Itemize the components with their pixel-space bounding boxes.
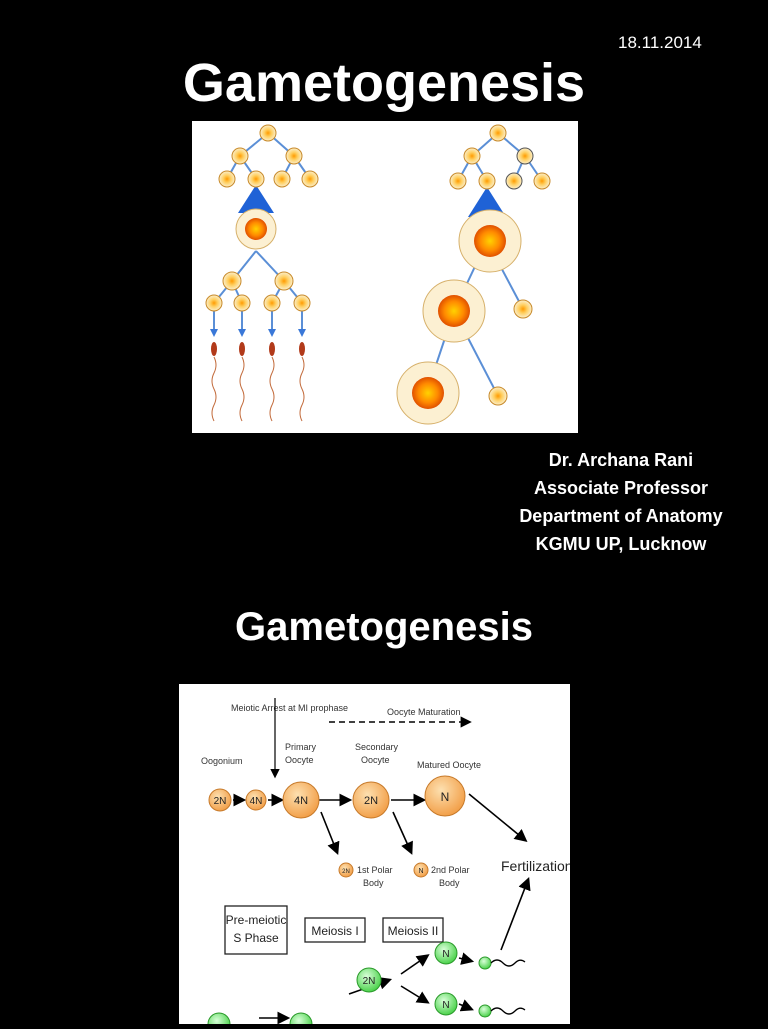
oogenesis-cell: 2N 4N 4N 2N N 2N N: [208, 775, 466, 878]
meiotic-arrest-label: Meiotic Arrest at MI prophase: [231, 703, 348, 713]
spermatogonia-cells: [205, 124, 319, 312]
author-department: Department of Anatomy: [519, 506, 723, 526]
matured-oocyte-label: Matured Oocyte: [417, 760, 481, 770]
premeiotic-label-1: Pre-meiotic: [226, 913, 287, 927]
secondary-oocyte-label-1: Secondary: [355, 742, 399, 752]
slide2-title: Gametogenesis: [235, 605, 533, 649]
svg-text:4N: 4N: [294, 795, 308, 807]
author-block: Dr. Archana Rani Associate Professor Dep…: [500, 446, 742, 558]
meiosis-1-label: Meiosis I: [311, 924, 358, 938]
oocyte-maturation-label: Oocyte Maturation: [387, 707, 461, 717]
secondary-oocyte-label-2: Oocyte: [361, 755, 390, 765]
svg-text:N: N: [418, 868, 423, 875]
svg-text:2N: 2N: [214, 796, 227, 807]
oogenesis-flow-diagram: Meiotic Arrest at MI prophase Oocyte Mat…: [179, 684, 573, 1029]
svg-text:2N: 2N: [364, 795, 378, 807]
page-title: Gametogenesis: [182, 53, 586, 113]
meiosis-2-label: Meiosis II: [388, 924, 439, 938]
primary-oocyte-label-1: Primary: [285, 742, 316, 752]
meiosis-stage-boxes: [224, 905, 444, 955]
fertilization-label: Fertilization: [501, 858, 570, 874]
svg-text:N: N: [442, 949, 449, 960]
svg-text:N: N: [441, 790, 450, 804]
oogenesis-cells: [396, 124, 551, 425]
spermatocyte-wedge: [238, 185, 274, 213]
polar-body-1-label-2: Body: [363, 878, 384, 888]
polar-body-1-label-1: 1st Polar: [357, 865, 393, 875]
spermatozoa: [210, 329, 306, 422]
primary-oocyte-label-2: Oocyte: [285, 755, 314, 765]
polar-body-2-label-1: 2nd Polar: [431, 865, 470, 875]
oocyte-wedge: [468, 187, 506, 217]
premeiotic-label-2: S Phase: [233, 931, 279, 945]
svg-text:N: N: [442, 1000, 449, 1011]
polar-body-2-label-2: Body: [439, 878, 460, 888]
gametogenesis-illustration: [192, 121, 578, 433]
svg-text:2N: 2N: [342, 869, 350, 875]
svg-text:2N: 2N: [363, 976, 376, 987]
author-name: Dr. Archana Rani: [548, 450, 694, 470]
svg-text:4N: 4N: [250, 796, 263, 807]
author-position: Associate Professor: [533, 478, 709, 498]
oogonium-label: Oogonium: [201, 756, 243, 766]
slide-date: 18.11.2014: [618, 33, 702, 52]
author-institution: KGMU UP, Lucknow: [535, 534, 707, 554]
